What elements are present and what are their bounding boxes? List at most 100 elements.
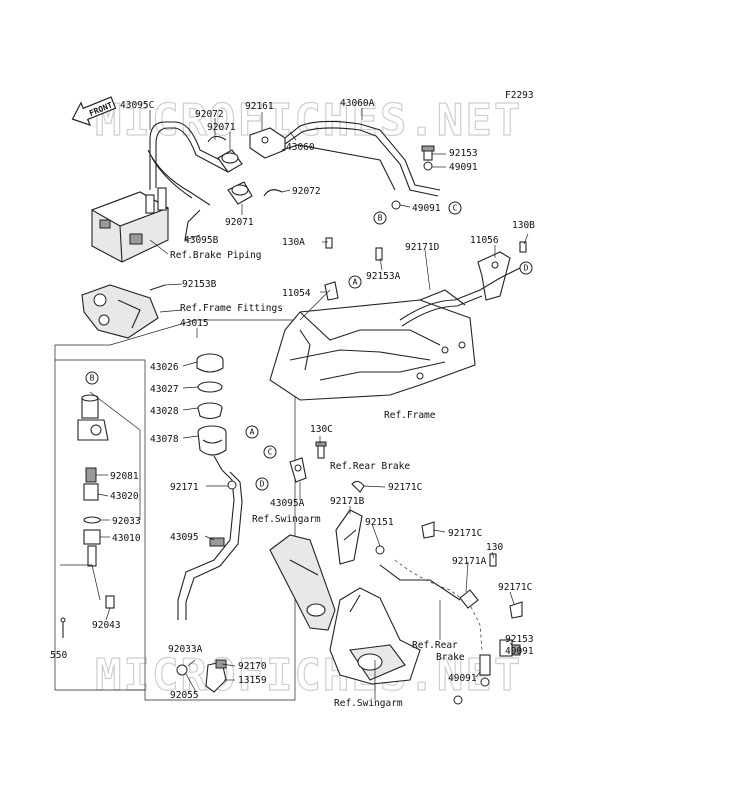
label-92171b: 92171B bbox=[330, 496, 365, 507]
bolt-92153a bbox=[375, 247, 383, 261]
label-92171: 92171 bbox=[170, 482, 199, 493]
label-92043: 92043 bbox=[92, 620, 121, 631]
svg-text:B: B bbox=[378, 214, 383, 223]
label-43015: 43015 bbox=[180, 318, 209, 329]
svg-text:C: C bbox=[268, 448, 273, 457]
reservoir-diaphragm bbox=[197, 402, 223, 420]
swingarm-upper bbox=[269, 534, 336, 631]
washer-49091-bottom bbox=[453, 695, 463, 705]
swingarm-lower bbox=[329, 587, 421, 685]
label-13159: 13159 bbox=[238, 675, 267, 686]
label-92171c-lower: 92171C bbox=[498, 582, 532, 593]
watermark-bottom: MICROFICHES.NET bbox=[95, 650, 522, 701]
bolt-130b bbox=[519, 241, 527, 253]
ref-frame-fittings: Ref.Frame Fittings bbox=[180, 303, 283, 314]
bracket-11056 bbox=[477, 251, 511, 301]
leader-lines bbox=[96, 108, 529, 693]
svg-text:A: A bbox=[250, 428, 255, 437]
rear-brake-line-dashed bbox=[394, 559, 483, 651]
reservoir-hose-outer bbox=[185, 471, 243, 620]
label-11054: 11054 bbox=[282, 288, 311, 299]
cotter-pin-550 bbox=[60, 617, 66, 638]
clip-upper bbox=[207, 135, 227, 143]
label-43095a: 43095A bbox=[270, 498, 305, 509]
brake-pipe-43095c bbox=[149, 121, 231, 190]
label-92151: 92151 bbox=[365, 517, 394, 528]
frame-leader bbox=[299, 289, 331, 321]
o-ring-92055 bbox=[176, 664, 188, 676]
rear-reservoir-hose-fitting bbox=[289, 457, 307, 483]
label-92055: 92055 bbox=[170, 690, 199, 701]
bracket-92171b bbox=[335, 509, 363, 565]
label-92161: 92161 bbox=[245, 101, 274, 112]
label-43095: 43095 bbox=[170, 532, 199, 543]
label-92153b: 92153B bbox=[182, 279, 217, 290]
bracket-11054 bbox=[324, 281, 339, 301]
nut-92151 bbox=[375, 545, 385, 555]
abs-hydraulic-unit bbox=[90, 187, 170, 263]
clamp-92171c-mid bbox=[421, 521, 435, 539]
brake-pipe-43060 bbox=[281, 144, 396, 191]
callout-b-master: B bbox=[85, 371, 99, 385]
brake-line-inner bbox=[401, 295, 483, 327]
group-outline bbox=[54, 319, 296, 701]
label-92171c-upper: 92171C bbox=[388, 482, 422, 493]
part-labels: 43095C 92072 92161 43060A 92071 43060 92… bbox=[50, 98, 535, 701]
ref-rear-brake-lower-1: Ref.Rear bbox=[412, 640, 458, 651]
brake-line-clamp-92171a bbox=[459, 589, 479, 609]
label-43028: 43028 bbox=[150, 406, 179, 417]
callout-a-frame: A bbox=[348, 275, 362, 289]
clamp-92171c-lower bbox=[509, 601, 523, 619]
label-49091-mid: 49091 bbox=[412, 203, 441, 214]
ref-rear-brake-upper: Ref.Rear Brake bbox=[330, 461, 410, 472]
diagram-code: F2293 bbox=[505, 90, 534, 101]
master-cylinder bbox=[77, 394, 109, 441]
label-43095b: 43095B bbox=[184, 235, 219, 246]
brake-pipe-43060a bbox=[284, 120, 441, 191]
label-92153-top: 92153 bbox=[449, 148, 478, 159]
callout-b-top: B bbox=[373, 211, 387, 225]
ref-swingarm-lower: Ref.Swingarm bbox=[334, 698, 403, 709]
label-130b: 130B bbox=[512, 220, 535, 231]
callout-a-reservoir: A bbox=[245, 425, 259, 439]
svg-text:B: B bbox=[90, 374, 95, 383]
hose-clamp bbox=[227, 480, 237, 490]
callout-d-rear: D bbox=[255, 477, 269, 491]
svg-text:D: D bbox=[260, 480, 265, 489]
clip-lower bbox=[263, 189, 283, 197]
diaphragm-plate bbox=[197, 381, 223, 393]
rear-brake-line bbox=[379, 564, 461, 601]
bolt-92153b bbox=[149, 284, 166, 291]
ref-frame: Ref.Frame bbox=[384, 410, 436, 421]
svg-text:D: D bbox=[524, 264, 529, 273]
washer-49091 bbox=[391, 200, 401, 210]
clamp-92171c-upper bbox=[351, 480, 365, 493]
label-92153a: 92153A bbox=[366, 271, 401, 282]
label-11056: 11056 bbox=[470, 235, 499, 246]
label-130a: 130A bbox=[282, 237, 305, 248]
ref-rear-brake-lower-2: Brake bbox=[436, 652, 465, 663]
master-cylinder-bracket bbox=[81, 284, 159, 339]
label-49091-bottom: 49091 bbox=[505, 646, 534, 657]
group-outline-inner bbox=[55, 359, 146, 690]
bolt-130a bbox=[325, 237, 333, 249]
label-92081: 92081 bbox=[110, 471, 139, 482]
ref-brake-piping: Ref.Brake Piping bbox=[170, 250, 262, 261]
label-92033: 92033 bbox=[112, 516, 141, 527]
reservoir-body bbox=[197, 425, 227, 471]
label-92171c-mid: 92171C bbox=[448, 528, 482, 539]
hose-clamp-lower bbox=[209, 537, 225, 547]
rear-brake-banjo bbox=[479, 654, 491, 687]
label-92033a: 92033A bbox=[168, 644, 203, 655]
callout-c-top: C bbox=[448, 201, 462, 215]
frame-outline bbox=[269, 289, 476, 401]
spring-piston bbox=[83, 467, 99, 501]
banjo-bolt-top bbox=[421, 145, 435, 171]
pipe-junction-block bbox=[249, 127, 286, 159]
reference-labels: Ref.Brake Piping Ref.Frame Fittings Ref.… bbox=[170, 250, 465, 709]
ref-swingarm-upper: Ref.Swingarm bbox=[252, 514, 321, 525]
callout-c-rear: C bbox=[263, 445, 277, 459]
banjo-bolt-bottom bbox=[499, 639, 521, 657]
